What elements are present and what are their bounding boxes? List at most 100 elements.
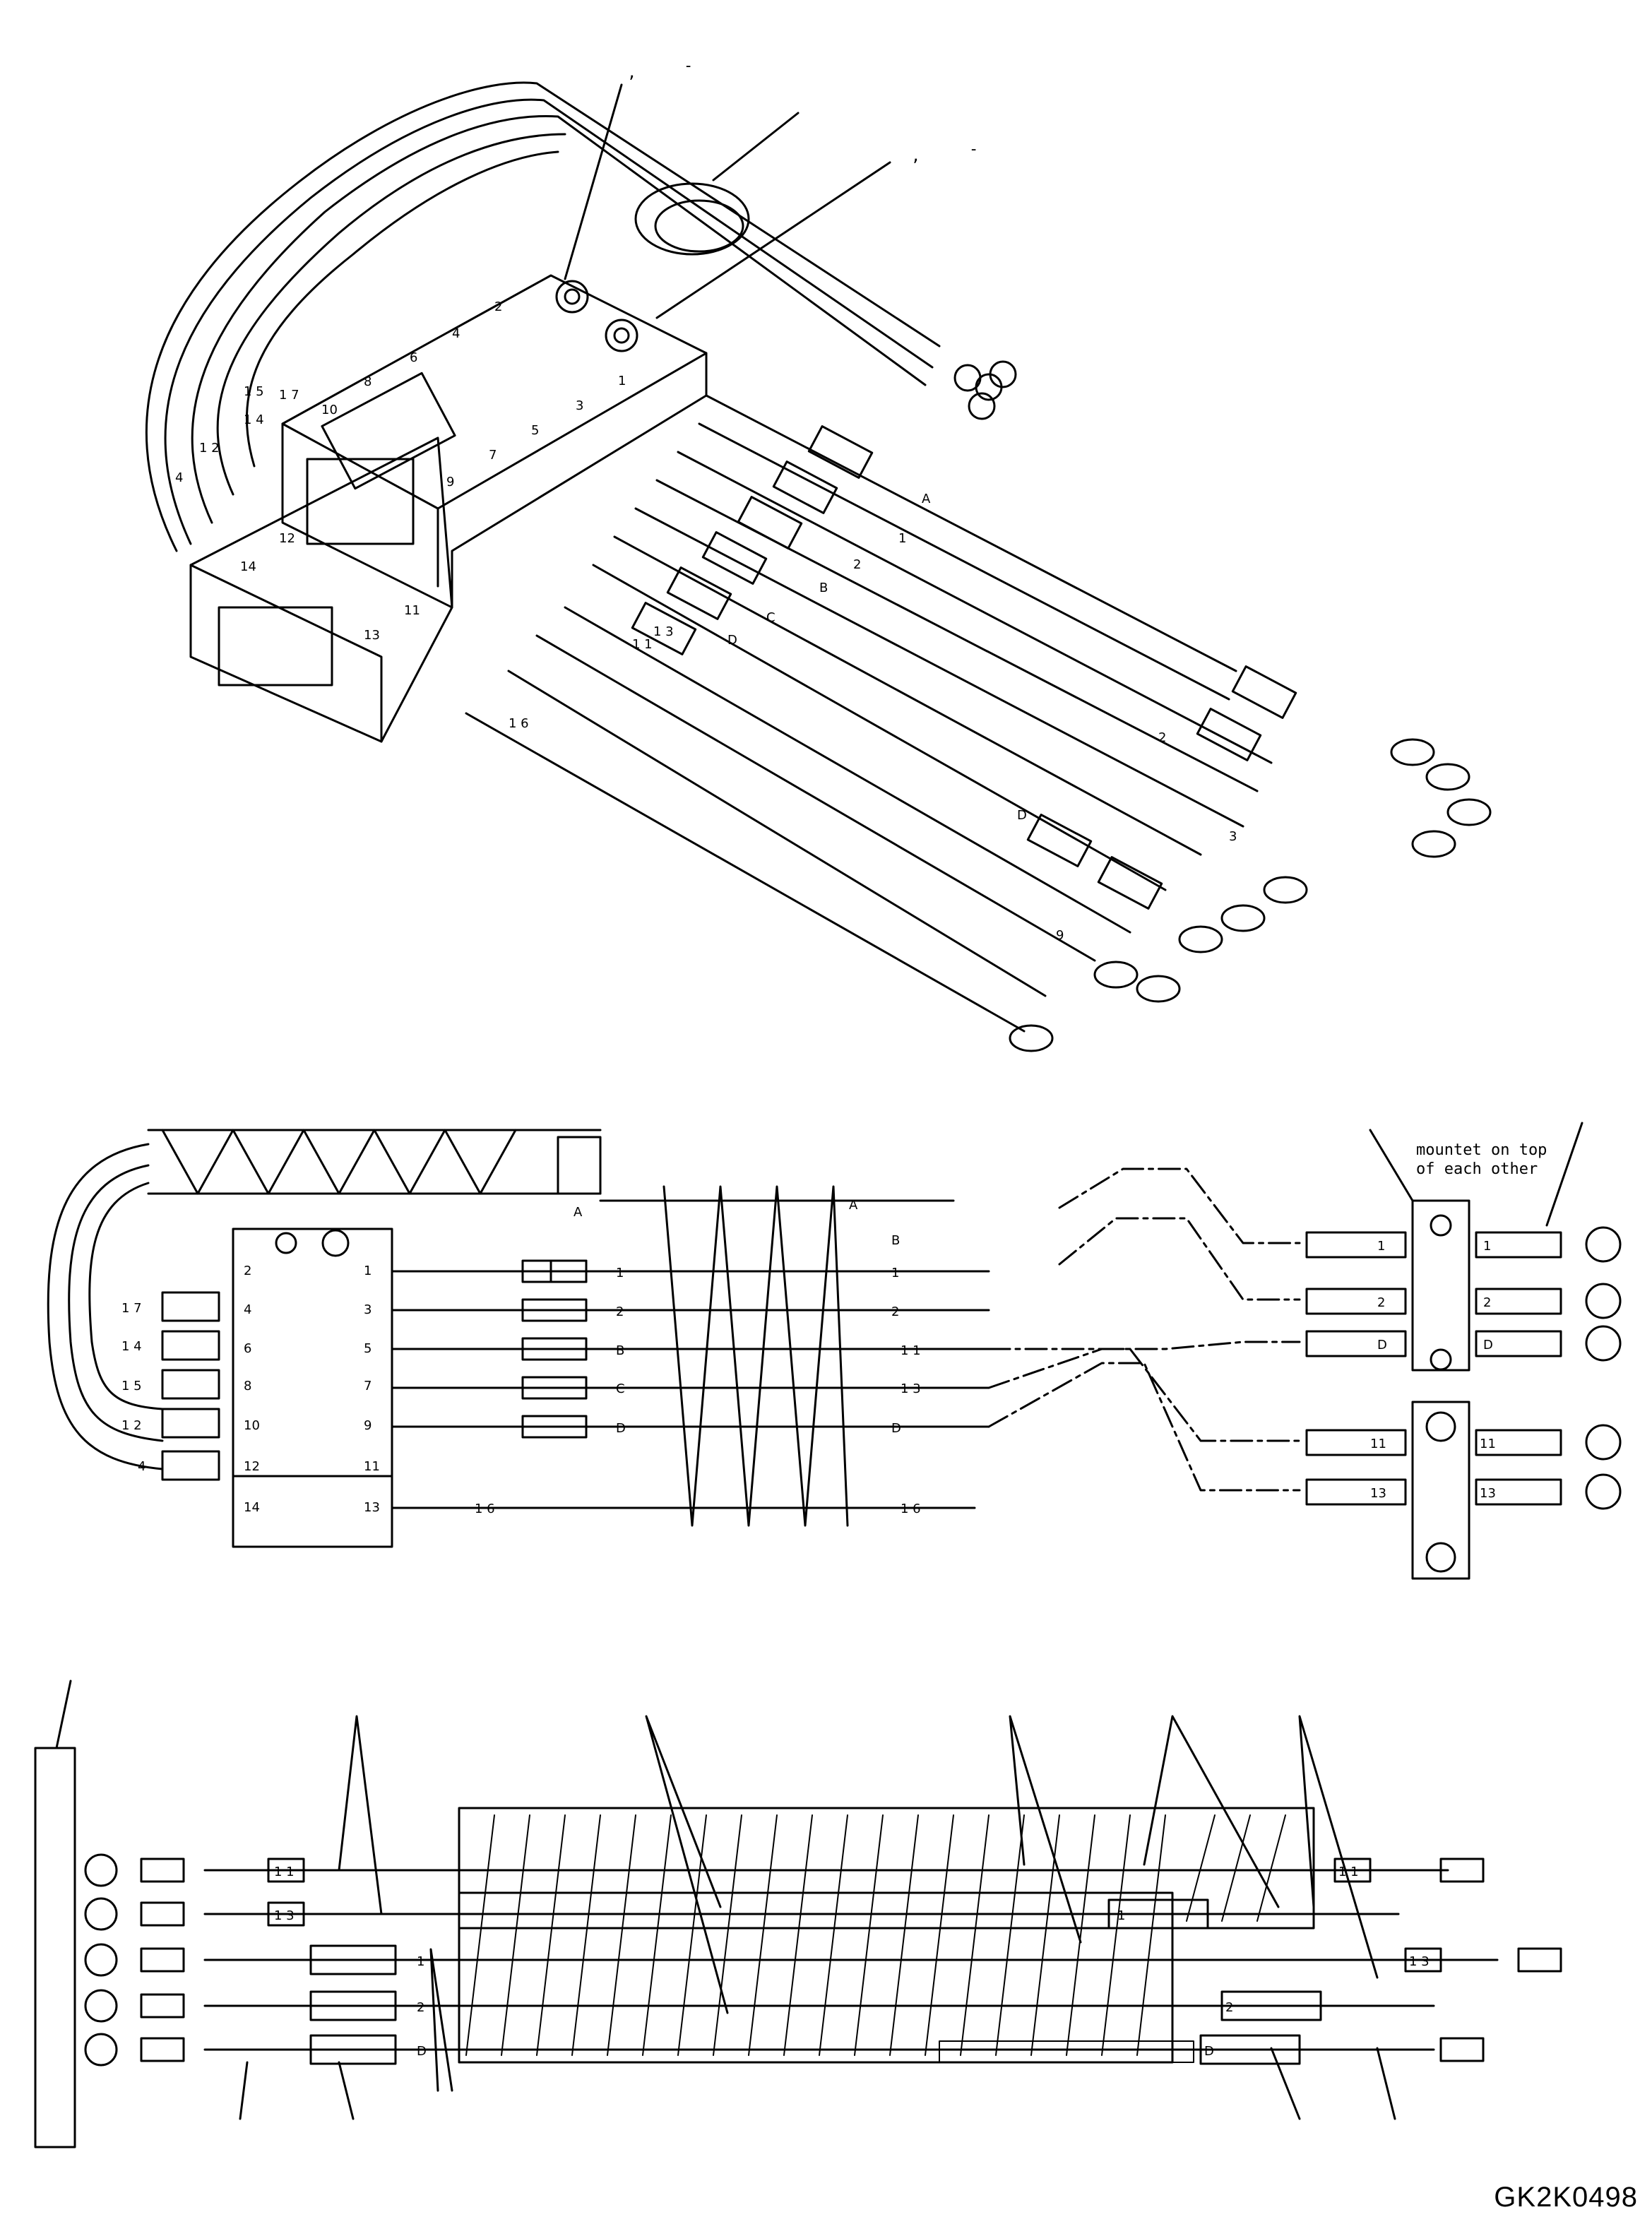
- leader-line: [655, 161, 891, 319]
- hose-tag: 1 3: [274, 1908, 295, 1923]
- hose: [698, 422, 1230, 701]
- index-circle: [84, 1989, 118, 2023]
- hose-tag: 1 5: [244, 384, 264, 399]
- hose-end: [1390, 738, 1435, 766]
- hose-tag: C: [766, 610, 776, 625]
- valve-block-upper: [281, 274, 708, 609]
- port-number: 9: [364, 1418, 372, 1433]
- hose-loop: [47, 1143, 164, 1470]
- coupler-tag: D: [1377, 1338, 1387, 1353]
- index-circle: [84, 1943, 118, 1977]
- port-number: 3: [576, 398, 583, 413]
- valve-body-lower: [232, 1475, 393, 1548]
- port-number: 12: [279, 531, 295, 546]
- hose: [535, 634, 1096, 962]
- label-strip: [34, 1747, 76, 2148]
- hose-tag: 2: [1225, 2000, 1233, 2015]
- hose-tag: A: [849, 1198, 858, 1213]
- coupler-tag: 13: [1370, 1486, 1386, 1501]
- hose-tag: 4: [175, 470, 183, 485]
- leader-lines: [239, 1715, 1396, 2120]
- hose-loop: [68, 1164, 164, 1442]
- index-circle: [1585, 1226, 1622, 1263]
- port-number: 7: [489, 448, 497, 463]
- callout-mark: -: [969, 141, 978, 158]
- end-cap-right: [1517, 1947, 1562, 1973]
- hose-tag: 1 1: [274, 1865, 295, 1879]
- hose: [677, 451, 1273, 764]
- valve-bolt: [321, 1229, 350, 1257]
- port-number: 4: [452, 326, 460, 341]
- plan-hoses: [391, 1199, 990, 1509]
- port-number: 6: [244, 1341, 251, 1356]
- hose-tag: 1 5: [121, 1379, 142, 1393]
- port-number: 8: [364, 374, 372, 389]
- port-number: 8: [244, 1379, 251, 1393]
- hose: [465, 712, 1026, 1033]
- port-number: 1: [364, 1264, 372, 1278]
- hose-tag: 1 4: [244, 412, 264, 427]
- hose-loop: [216, 133, 566, 496]
- hose-tag: B: [819, 581, 828, 595]
- hose-tag: A: [574, 1205, 583, 1220]
- index-circle: [1585, 1325, 1622, 1362]
- bundle-hoses: [203, 1869, 1499, 2051]
- hose-tag: 1 1: [632, 637, 653, 652]
- hose-loop: [88, 1182, 164, 1410]
- coupler-bracket: [1411, 1401, 1470, 1580]
- port-number: 12: [244, 1459, 260, 1474]
- hose-end: [1009, 1024, 1054, 1052]
- hose-tag: 1 6: [901, 1502, 921, 1516]
- hose-end: [968, 392, 996, 420]
- hose-tag: D: [417, 2044, 427, 2059]
- hose-tag: 1 6: [475, 1502, 495, 1516]
- couplers: [1305, 1231, 1562, 1506]
- hose-tag: 2: [891, 1304, 899, 1319]
- bolt: [613, 327, 630, 344]
- plan-view: 2 4 6 8 10 12 14 1 3 5 7 9 11 13 1 7 1 4…: [47, 1122, 1622, 1580]
- port-number: 13: [364, 628, 380, 643]
- index-circle: [84, 1897, 118, 1931]
- port-number: 11: [404, 603, 420, 618]
- hose-tag: C: [616, 1381, 625, 1396]
- hose-tag: 3: [1229, 829, 1237, 844]
- port-number: 14: [244, 1500, 260, 1515]
- hose-tag: D: [1017, 808, 1027, 823]
- port-number: 6: [410, 350, 417, 365]
- port-number: 2: [494, 299, 502, 314]
- leader-line: [1369, 1129, 1414, 1202]
- mounting-note: of each other: [1416, 1160, 1538, 1178]
- hose-tag: 2: [616, 1304, 624, 1319]
- port-number: 14: [240, 559, 256, 574]
- end-cap-right: [1439, 2037, 1485, 2062]
- hose-tag: 2: [1158, 730, 1166, 745]
- hose-end: [1411, 830, 1456, 858]
- hose-tag: B: [616, 1343, 624, 1358]
- hose-end: [1093, 961, 1139, 989]
- bolt: [555, 280, 589, 314]
- port-number: 3: [364, 1302, 372, 1317]
- hose-tag: 1 7: [279, 388, 299, 403]
- left-fittings: [161, 1291, 220, 1481]
- port-number: 5: [364, 1341, 372, 1356]
- hose-clamp: [654, 199, 744, 253]
- hose-end: [1446, 798, 1492, 826]
- index-circle: [1585, 1283, 1622, 1319]
- hose-tag: 2: [417, 2000, 424, 2015]
- callout-mark: ,: [911, 148, 920, 165]
- hose-tag: 1 1: [901, 1343, 921, 1358]
- hose-tag: D: [616, 1421, 626, 1436]
- index-circle: [84, 2033, 118, 2067]
- port-number: 10: [321, 403, 338, 417]
- port-number: 5: [531, 423, 539, 438]
- hose-loop: [145, 81, 941, 552]
- hose-tag: A: [922, 492, 931, 506]
- hose-tag: 9: [1056, 928, 1064, 943]
- hose-tag: 1 3: [653, 624, 674, 639]
- bundle-fittings: [267, 1858, 1442, 2065]
- hose: [634, 507, 1244, 828]
- iso-fittings: [631, 425, 1297, 910]
- bundle-view: 1 1 1 3 1 2 D 1 1 1 1 3 2 D: [34, 1680, 1562, 2148]
- hose-tag: 1 3: [901, 1381, 921, 1396]
- hose: [705, 394, 1237, 672]
